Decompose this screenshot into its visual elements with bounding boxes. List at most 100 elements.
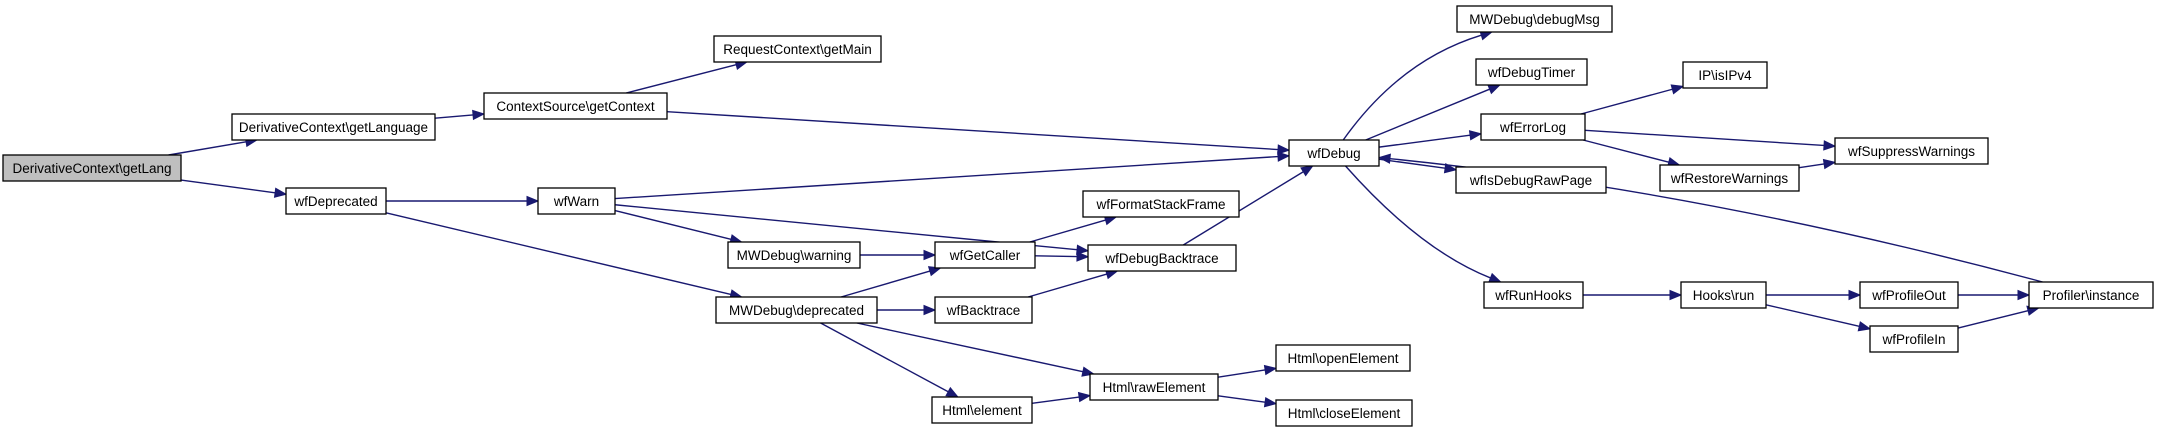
node-box — [1082, 190, 1240, 218]
node-wfformatstackframe[interactable]: wfFormatStackFrame — [1082, 190, 1240, 218]
edge-line — [856, 322, 1084, 373]
edge-html-element-to-html-rawelement — [1031, 391, 1092, 405]
edge-line — [1217, 395, 1266, 403]
edge-wferrorlog-to-ip-isipv4 — [1580, 84, 1685, 115]
arrowhead-icon — [1857, 321, 1872, 332]
node-label: Hooks\run — [1693, 288, 1755, 303]
arrowhead-icon — [1823, 140, 1837, 151]
node-box — [1275, 399, 1413, 427]
node-html-openelement[interactable]: Html\openElement — [1275, 344, 1411, 372]
node-box — [1288, 139, 1380, 167]
edge-mwdebug-deprecated-to-wfbacktrace — [877, 304, 937, 316]
node-wfwarn[interactable]: wfWarn — [537, 187, 616, 215]
node-profiler-instance[interactable]: Profiler\instance — [2028, 281, 2154, 309]
node-label: IP\isIPv4 — [1698, 68, 1752, 83]
node-wfdebugtimer[interactable]: wfDebugTimer — [1475, 58, 1588, 86]
edge-contextsource-getcontext-to-requestcontext-getmain — [625, 59, 749, 94]
arrowhead-icon — [1263, 396, 1278, 408]
node-label: Html\openElement — [1287, 351, 1398, 366]
node-html-closeelement[interactable]: Html\closeElement — [1275, 399, 1413, 427]
node-label: RequestContext\getMain — [723, 42, 872, 57]
node-wfdebug[interactable]: wfDebug — [1288, 139, 1380, 167]
node-label: wfDeprecated — [293, 194, 377, 209]
edge-wferrorlog-to-wfsuppresswarnings — [1584, 129, 1837, 151]
node-label: wfRunHooks — [1494, 288, 1572, 303]
node-mwdebug-debugmsg[interactable]: MWDebug\debugMsg — [1456, 5, 1613, 33]
node-wfdebugbacktrace[interactable]: wfDebugBacktrace — [1087, 244, 1237, 272]
edge-line — [840, 270, 931, 298]
edge-line — [1584, 129, 1825, 147]
node-derivativecontext-getlanguage[interactable]: DerivativeContext\getLanguage — [231, 113, 436, 141]
node-label: wfDebug — [1306, 146, 1360, 161]
node-hooks-run[interactable]: Hooks\run — [1680, 281, 1767, 309]
arrowhead-icon — [923, 249, 937, 261]
arrowhead-icon — [1848, 289, 1862, 301]
node-wfisdebugrawpage[interactable]: wfIsDebugRawPage — [1455, 166, 1607, 194]
node-box — [727, 241, 861, 269]
node-box — [1480, 113, 1586, 141]
edge-mwdebug-deprecated-to-wfgetcaller — [840, 266, 942, 298]
node-label: wfBacktrace — [946, 303, 1021, 318]
node-label: MWDebug\warning — [737, 248, 852, 263]
edge-mwdebug-deprecated-to-html-element — [820, 322, 960, 398]
node-wfprofileout[interactable]: wfProfileOut — [1859, 281, 1959, 309]
node-box — [1483, 281, 1584, 309]
node-label: Html\rawElement — [1103, 380, 1206, 395]
node-wfprofilein[interactable]: wfProfileIn — [1869, 325, 1959, 353]
arrowhead-icon — [1487, 84, 1502, 95]
node-box — [713, 35, 882, 63]
node-box — [934, 296, 1033, 324]
node-wfdeprecated[interactable]: wfDeprecated — [285, 187, 387, 215]
node-wfrestorewarnings[interactable]: wfRestoreWarnings — [1659, 164, 1800, 192]
node-mwdebug-deprecated[interactable]: MWDebug\deprecated — [715, 296, 878, 324]
node-label: wfProfileOut — [1871, 288, 1946, 303]
node-label: DerivativeContext\getLang — [12, 161, 171, 176]
node-label: MWDebug\deprecated — [729, 303, 864, 318]
node-label: MWDebug\debugMsg — [1469, 12, 1600, 27]
node-wfsuppresswarnings[interactable]: wfSuppressWarnings — [1834, 137, 1989, 165]
arrowhead-icon — [1468, 130, 1483, 141]
edge-derivativecontext-getlang-to-wfdeprecated — [180, 179, 288, 198]
node-box — [483, 92, 668, 120]
node-wferrorlog[interactable]: wfErrorLog — [1480, 113, 1586, 141]
arrowhead-icon — [273, 187, 288, 198]
node-box — [1455, 166, 1607, 194]
node-mwdebug-warning[interactable]: MWDebug\warning — [727, 241, 861, 269]
edge-line — [168, 141, 247, 156]
node-derivativecontext-getlang[interactable]: DerivativeContext\getLang — [2, 154, 182, 182]
node-html-element[interactable]: Html\element — [931, 396, 1033, 424]
edge-wfdeprecated-to-wfwarn — [386, 195, 540, 207]
edge-line — [1027, 273, 1108, 298]
node-contextsource-getcontext[interactable]: ContextSource\getContext — [483, 92, 668, 120]
arrowhead-icon — [1377, 153, 1391, 164]
edge-line — [1031, 396, 1080, 405]
node-box — [231, 113, 436, 141]
node-label: DerivativeContext\getLanguage — [239, 120, 428, 135]
node-box — [1456, 5, 1613, 33]
arrowhead-icon — [1076, 251, 1090, 262]
node-wfrunhooks[interactable]: wfRunHooks — [1483, 281, 1584, 309]
arrowhead-icon — [1443, 162, 1458, 174]
edge-html-rawelement-to-html-openelement — [1217, 364, 1278, 378]
arrowhead-icon — [1076, 244, 1090, 255]
edge-line — [1365, 88, 1490, 141]
node-box — [715, 296, 878, 324]
node-html-rawelement[interactable]: Html\rawElement — [1089, 373, 1219, 401]
node-box — [1475, 58, 1588, 86]
arrowhead-icon — [1300, 165, 1314, 177]
node-ip-isipv4[interactable]: IP\isIPv4 — [1682, 61, 1768, 89]
edge-wfbacktrace-to-wfdebugbacktrace — [1027, 269, 1119, 298]
edges-layer — [168, 30, 2043, 408]
node-box — [1087, 244, 1237, 272]
edge-line — [666, 110, 1279, 151]
node-requestcontext-getmain[interactable]: RequestContext\getMain — [713, 35, 882, 63]
arrowhead-icon — [1077, 391, 1092, 403]
edge-line — [1378, 134, 1471, 148]
node-box — [2, 154, 182, 182]
node-wfbacktrace[interactable]: wfBacktrace — [934, 296, 1033, 324]
edge-wfdebug-to-wfdebugtimer — [1365, 84, 1502, 141]
node-box — [285, 187, 387, 215]
edge-wfrunhooks-to-hooks-run — [1583, 289, 1683, 301]
edge-wfrestorewarnings-to-wfsuppresswarnings — [1798, 158, 1837, 170]
node-wfgetcaller[interactable]: wfGetCaller — [934, 241, 1036, 269]
